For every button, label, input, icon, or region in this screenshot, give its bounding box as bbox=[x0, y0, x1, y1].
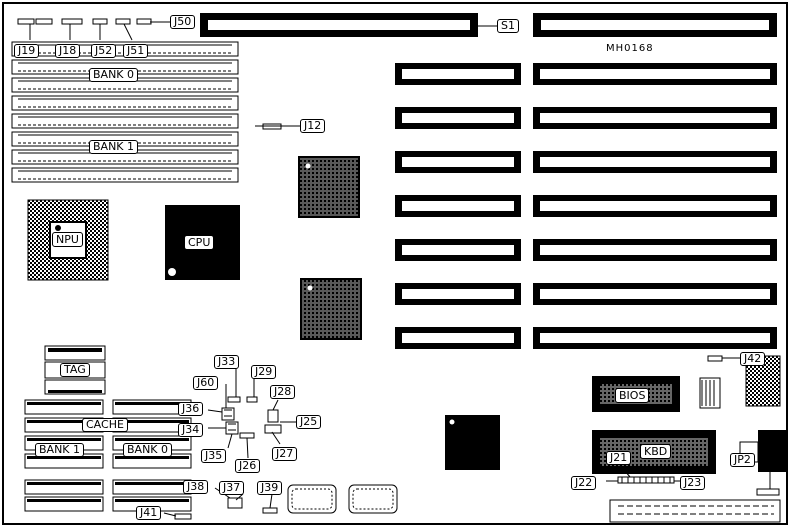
label-simm-bank1: BANK 1 bbox=[89, 140, 139, 154]
label-j22: J22 bbox=[571, 476, 597, 490]
label-cache: CACHE bbox=[82, 418, 128, 432]
jumper-jp2 bbox=[756, 488, 780, 496]
expansion-slots bbox=[395, 63, 777, 349]
label-j35: J35 bbox=[201, 449, 227, 463]
label-j27: J27 bbox=[272, 447, 298, 461]
label-j19: J19 bbox=[14, 44, 40, 58]
label-j21: J21 bbox=[606, 451, 632, 465]
oscillator-1 bbox=[287, 484, 337, 514]
label-simm-bank0: BANK 0 bbox=[89, 68, 139, 82]
label-j18: J18 bbox=[55, 44, 81, 58]
jumper-j42 bbox=[707, 355, 723, 362]
label-bios: BIOS bbox=[615, 388, 650, 403]
keyboard-connector bbox=[758, 430, 786, 472]
label-j33: J33 bbox=[214, 355, 240, 369]
label-j34: J34 bbox=[178, 423, 204, 437]
label-npu: NPU bbox=[52, 232, 83, 247]
label-j28: J28 bbox=[270, 385, 296, 399]
label-j42: J42 bbox=[740, 352, 766, 366]
label-j12: J12 bbox=[300, 119, 326, 133]
label-j37: J37 bbox=[219, 481, 245, 495]
label-j38: J38 bbox=[183, 480, 209, 494]
label-j23: J23 bbox=[680, 476, 706, 490]
board-model: MH0168 bbox=[606, 43, 654, 54]
label-s1: S1 bbox=[497, 19, 519, 33]
label-j36: J36 bbox=[178, 402, 204, 416]
label-j50: J50 bbox=[170, 15, 196, 29]
label-j51: J51 bbox=[123, 44, 149, 58]
label-j29: J29 bbox=[251, 365, 277, 379]
label-j26: J26 bbox=[235, 459, 261, 473]
label-cache-bank1: BANK 1 bbox=[35, 443, 85, 457]
label-j25: J25 bbox=[296, 415, 322, 429]
label-jp2: JP2 bbox=[730, 453, 755, 467]
label-cpu: CPU bbox=[184, 235, 215, 250]
label-j41: J41 bbox=[136, 506, 162, 520]
label-j52: J52 bbox=[91, 44, 117, 58]
power-connector bbox=[609, 499, 781, 523]
chipset-3 bbox=[445, 415, 500, 470]
label-kbd: KBD bbox=[640, 444, 672, 459]
label-tag: TAG bbox=[60, 363, 90, 377]
top-left-jumpers bbox=[17, 18, 152, 25]
label-cache-bank0: BANK 0 bbox=[123, 443, 173, 457]
label-j60: J60 bbox=[193, 376, 219, 390]
oscillator-2 bbox=[348, 484, 398, 514]
label-j39: J39 bbox=[257, 481, 283, 495]
